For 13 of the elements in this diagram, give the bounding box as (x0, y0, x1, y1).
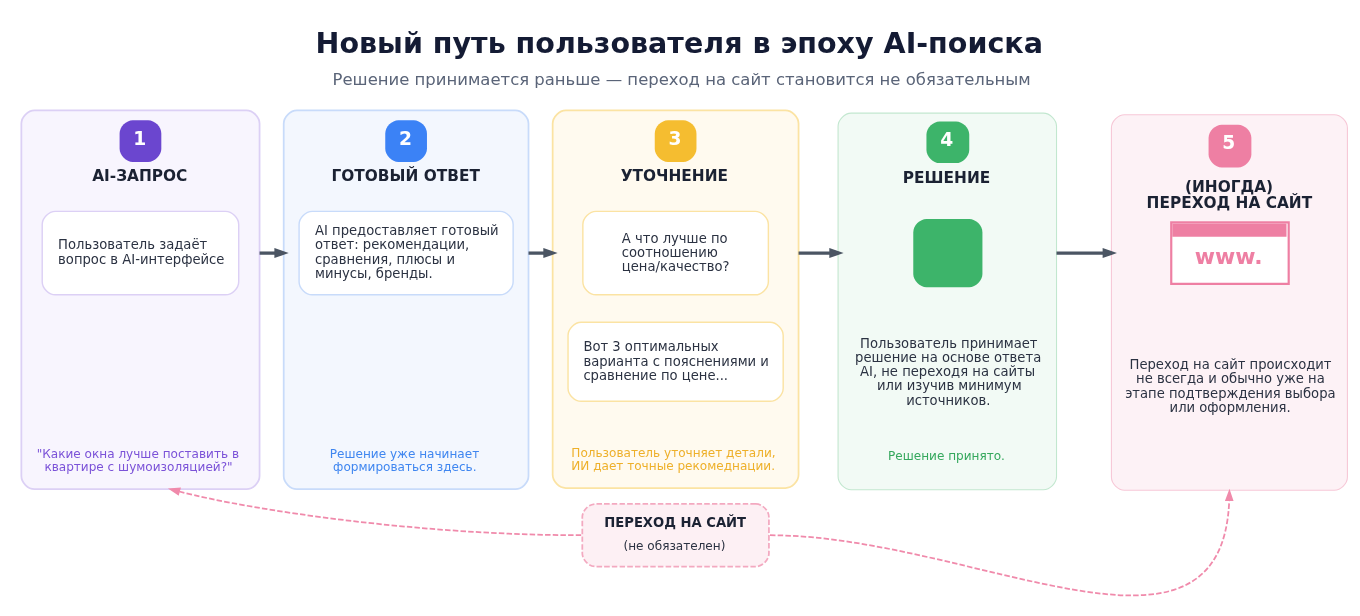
caption: Решение принимается раньше — переход на сайт становится не обязательным (332, 70, 1031, 90)
diagram-title: Новый путь пользователя в эпоху AI-поиска (315, 27, 1043, 61)
arrow (798, 248, 844, 259)
node-box: Пользователь задаёт вопрос в AI-интерфейсе (41, 210, 240, 296)
node-box: А что лучше по соотношению цена/качество? (582, 210, 770, 296)
arrow (167, 487, 583, 537)
node-box: AI предоставляет готовый ответ: рекомендации, сравнения, плюсы и минусы, бренды. (298, 210, 514, 296)
node-box: Вот 3 оптимальных варианта с пояснениями и сравнение по цене... (567, 321, 784, 403)
arrow (1056, 248, 1117, 259)
node-box: ПЕРЕХОД НА САЙТ (не обязателен) (581, 503, 770, 568)
arrow (259, 248, 289, 259)
arrow (528, 248, 558, 259)
arrow (769, 488, 1234, 596)
